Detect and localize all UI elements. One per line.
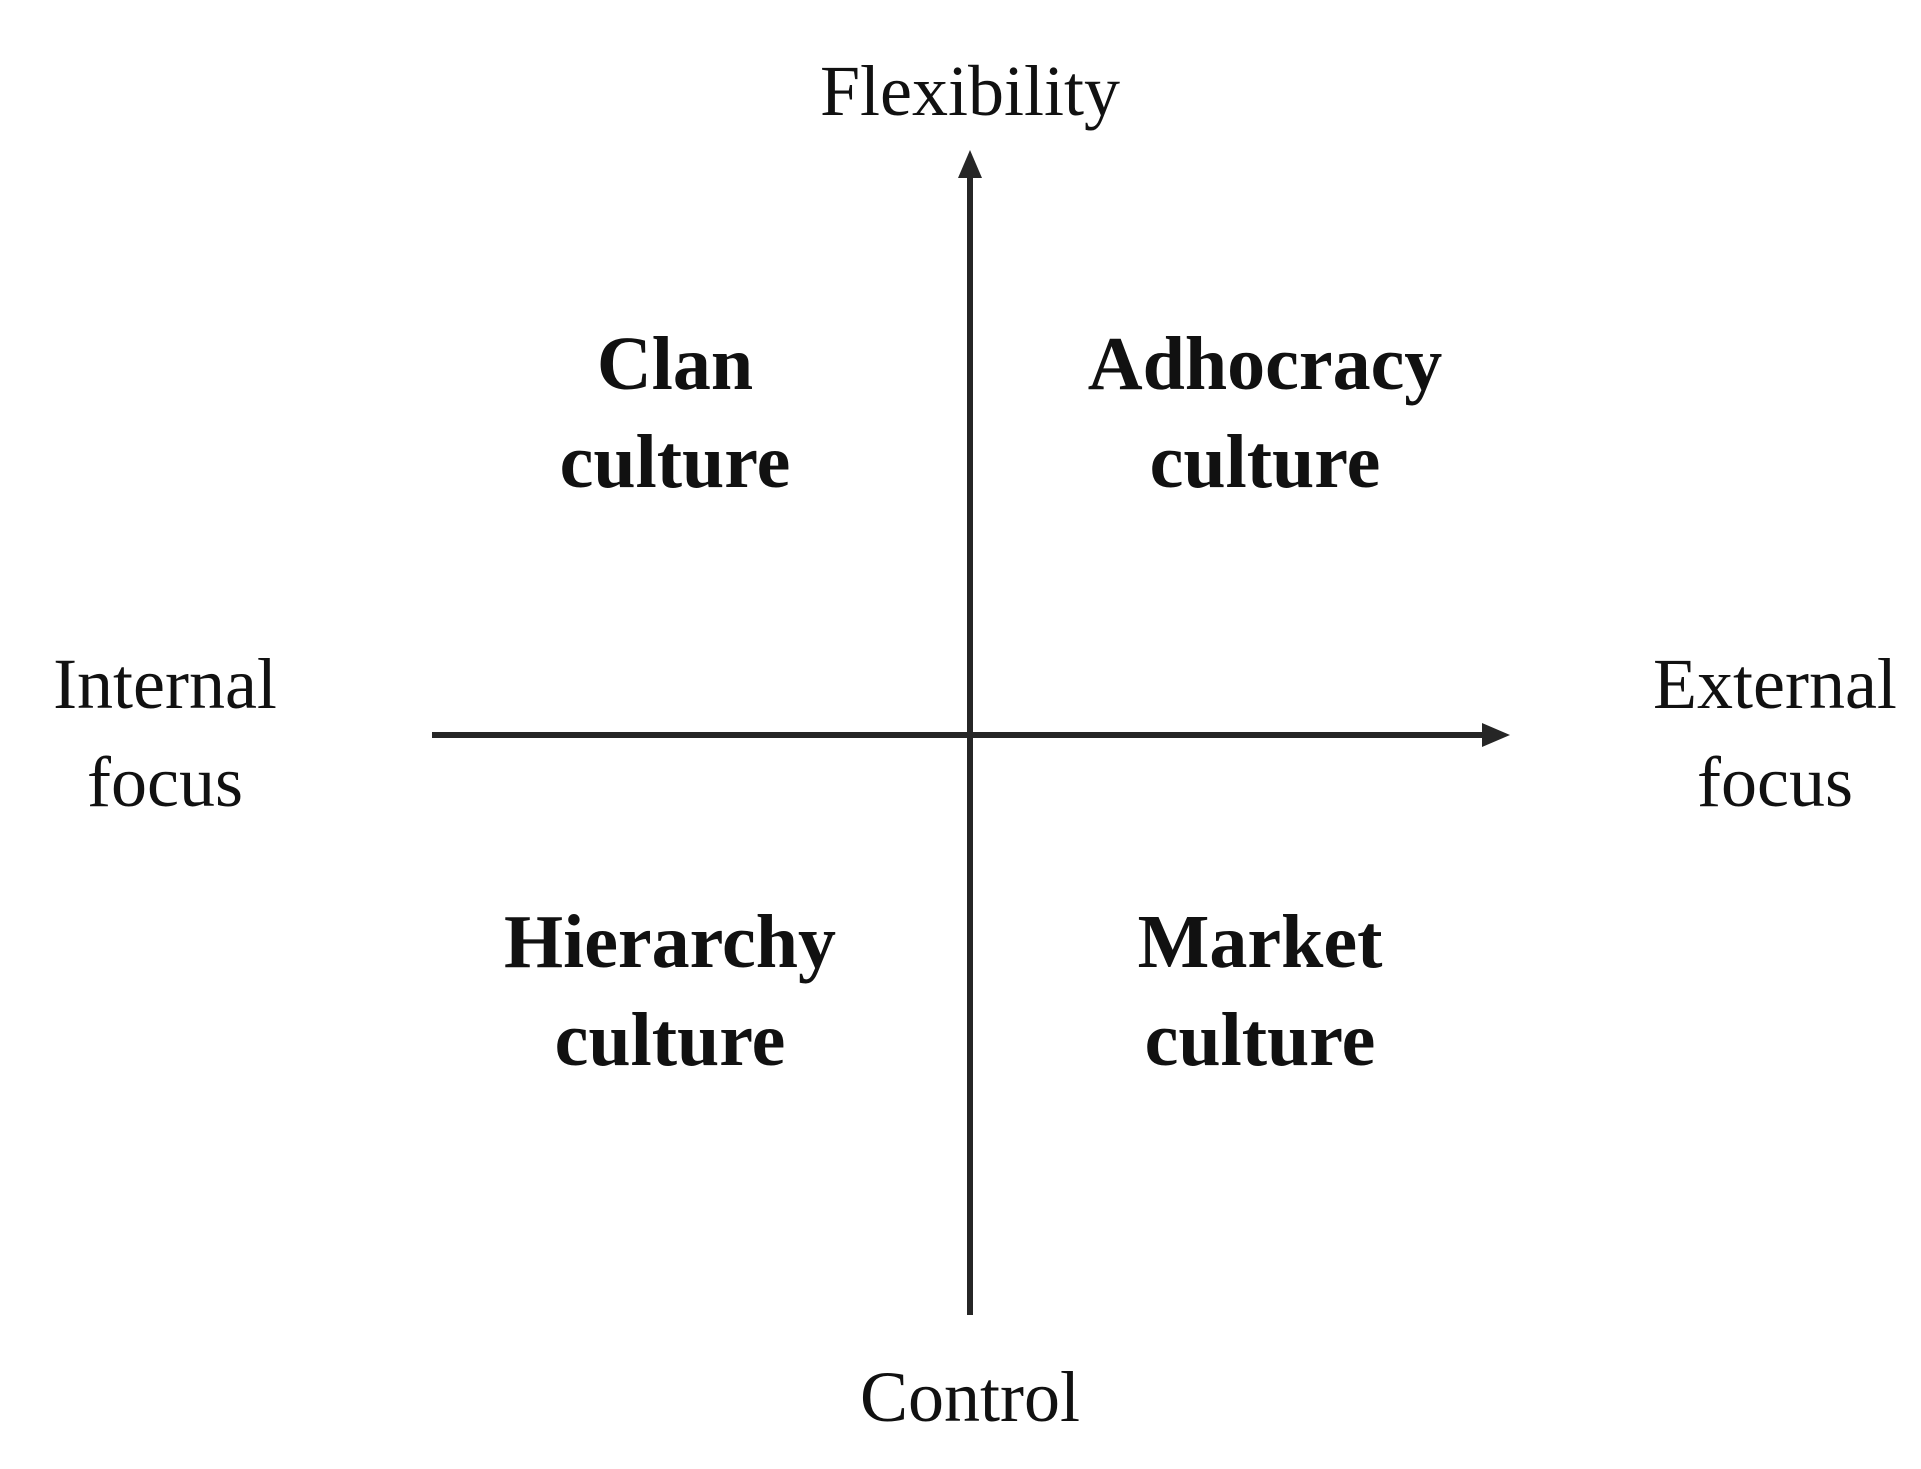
right-axis-label: External focus [1620, 635, 1921, 831]
bottom-axis-label: Control [859, 1357, 1080, 1437]
quadrant-label-line-1: Market [1137, 900, 1383, 984]
left-axis-label-line-1: Internal [53, 644, 277, 724]
quadrant-hierarchy-culture: Hierarchy culture [465, 893, 875, 1089]
quadrant-label-line-1: Adhocracy [1087, 322, 1443, 406]
left-axis-label: Internal focus [10, 635, 320, 831]
top-axis-label: Flexibility [819, 51, 1121, 131]
quadrant-label-line-2: culture [554, 998, 786, 1082]
right-axis-label-line-2: focus [1697, 742, 1853, 822]
quadrant-adhocracy-culture: Adhocracy culture [1040, 315, 1490, 511]
left-axis-label-line-2: focus [87, 742, 243, 822]
quadrant-label-line-1: Clan [596, 322, 754, 406]
quadrant-clan-culture: Clan culture [475, 315, 875, 511]
quadrant-label-line-1: Hierarchy [503, 900, 837, 984]
quadrant-label-line-2: culture [559, 420, 791, 504]
quadrant-label-line-2: culture [1144, 998, 1376, 1082]
vertical-axis-arrowhead [958, 150, 982, 178]
quadrant-market-culture: Market culture [1060, 893, 1460, 1089]
horizontal-axis-arrowhead [1482, 723, 1510, 747]
quadrant-label-line-2: culture [1149, 420, 1381, 504]
right-axis-label-line-1: External [1653, 644, 1897, 724]
